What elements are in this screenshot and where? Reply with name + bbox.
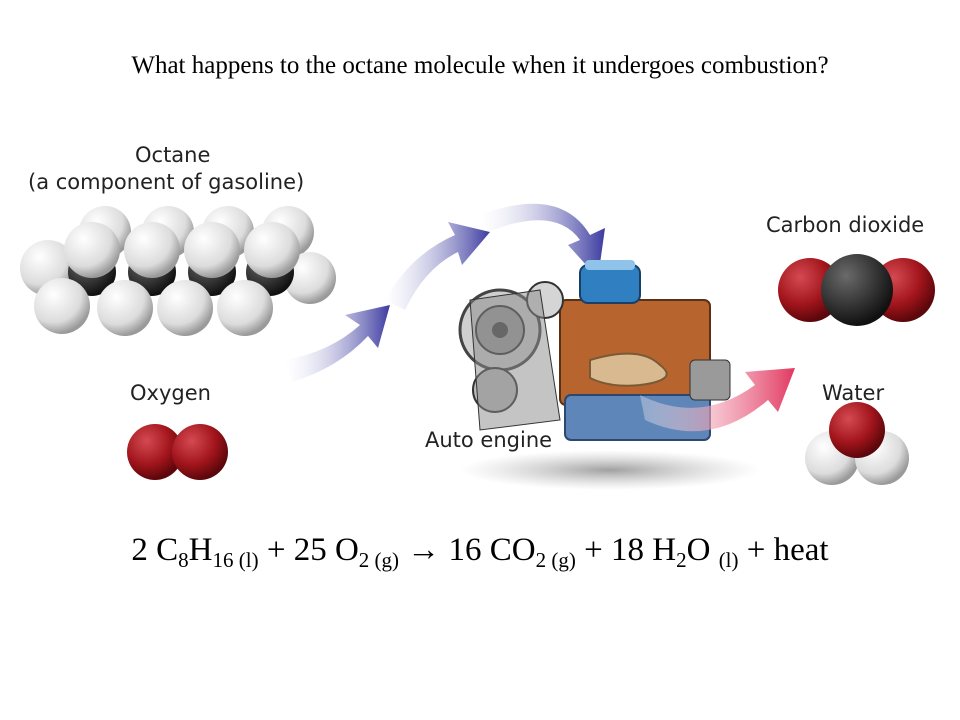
water-label: Water	[822, 381, 885, 405]
octane-molecule	[20, 206, 336, 336]
eq-co2-subscript: 2	[535, 548, 547, 572]
question-title: What happens to the octane molecule when…	[131, 52, 829, 79]
eq-c-subscript: 8	[178, 548, 189, 572]
eq-o2-subscript: 2	[358, 548, 370, 572]
product-flow-arrow	[640, 368, 795, 432]
eq-oxygen: + 25 O	[258, 532, 359, 568]
eq-h2o-subscript: 2	[676, 548, 687, 572]
eq-arrow: →	[407, 532, 441, 568]
auto-engine-label: Auto engine	[425, 428, 553, 452]
eq-state-liquid-1: (l)	[233, 548, 259, 572]
oxygen-label: Oxygen	[130, 381, 211, 405]
water-molecule	[805, 402, 909, 485]
octane-sublabel: (a component of gasoline)	[28, 170, 305, 194]
oxygen-molecule	[127, 424, 228, 480]
eq-co2: 16 CO	[440, 532, 536, 568]
eq-state-gas-1: (g)	[369, 548, 400, 572]
eq-state-liquid-2: (l)	[718, 548, 739, 572]
eq-h-subscript: 16	[212, 548, 234, 572]
combustion-equation: 2 C8H16 (l) + 25 O2 (g) → 16 CO2 (g) + 1…	[0, 532, 960, 573]
carbon-dioxide-label: Carbon dioxide	[766, 213, 925, 237]
eq-h: H	[188, 532, 213, 568]
carbon-dioxide-molecule	[778, 254, 935, 326]
eq-coef-octane: 2 C	[131, 532, 179, 568]
octane-label: Octane	[135, 143, 211, 167]
eq-state-gas-2: (g)	[546, 548, 576, 572]
eq-heat: + heat	[738, 532, 829, 568]
reactant-flow-arrow	[285, 203, 605, 382]
eq-o: O	[686, 532, 719, 568]
eq-water: + 18 H	[575, 532, 677, 568]
auto-engine-illustration	[458, 260, 760, 490]
